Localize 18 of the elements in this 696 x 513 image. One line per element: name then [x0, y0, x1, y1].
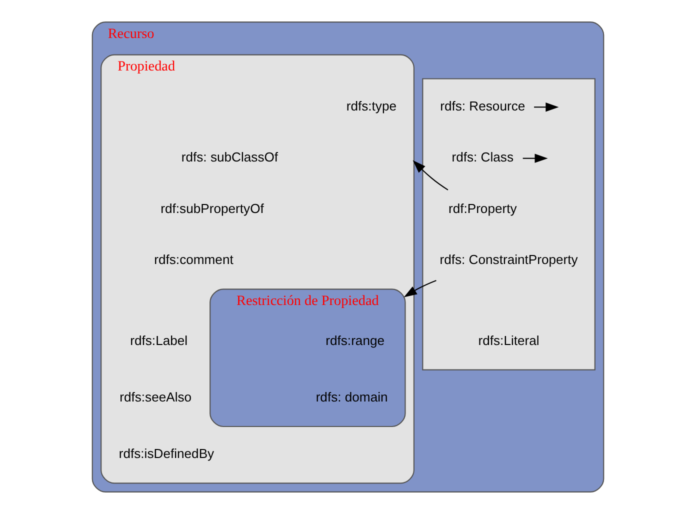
- node-text: rdfs:Label: [130, 332, 188, 348]
- arrow: [522, 153, 548, 162]
- node-text: rdfs:Literal: [478, 332, 540, 348]
- node-text: rdfs: ConstraintProperty: [440, 252, 578, 267]
- arrow: [412, 160, 448, 190]
- arrow: [404, 280, 436, 297]
- node-text: rdfs:type: [346, 98, 397, 113]
- node-text: rdfs:comment: [154, 252, 234, 267]
- node-text: rdfs: subClassOf: [181, 149, 278, 164]
- node-text: rdfs:range: [326, 332, 385, 348]
- node-text: rdfs:seeAlso: [120, 389, 192, 404]
- node-text: rdfs:isDefinedBy: [118, 446, 214, 461]
- node-text: rdfs: Class: [452, 149, 514, 164]
- node-text: rdf:subPropertyOf: [160, 200, 264, 216]
- arrow: [534, 102, 559, 112]
- node-text: rdfs: domain: [316, 389, 388, 404]
- node-text: rdf:Property: [448, 200, 517, 216]
- node-text: rdfs: Resource: [440, 98, 526, 113]
